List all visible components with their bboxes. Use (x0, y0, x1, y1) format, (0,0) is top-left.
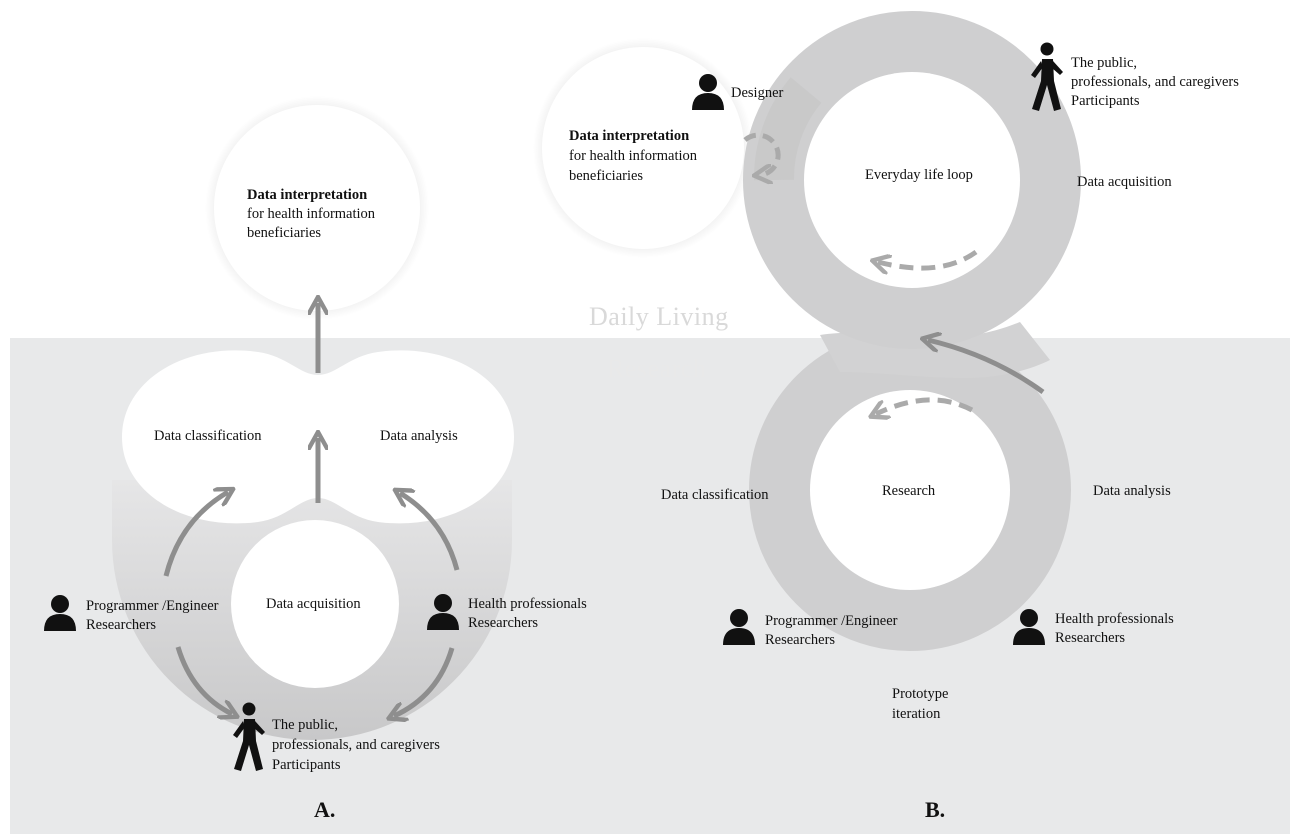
walking-person-icon (1031, 42, 1063, 111)
prototype-line2: iteration (892, 706, 941, 722)
acquisition-circle-a (231, 520, 399, 688)
programmer-line2-b: Researchers (765, 632, 836, 648)
interpretation-title-a: Data interpretation (247, 187, 368, 203)
person-icon (427, 594, 459, 630)
designer-label: Designer (731, 85, 784, 101)
programmer-line1-b: Programmer /Engineer (765, 613, 898, 629)
health-line2-a: Researchers (468, 615, 539, 631)
person-icon (44, 595, 76, 631)
acquisition-label-a: Data acquisition (266, 596, 361, 612)
dashed-cycle-arrow (743, 132, 781, 175)
everyday-inner-white (804, 72, 1020, 288)
person-icon (692, 74, 724, 110)
arrow-programmer-to-classification (163, 492, 228, 577)
public-line1-a: The public, (272, 717, 339, 733)
health-line1-b: Health professionals (1055, 611, 1174, 627)
arrow-programmer-to-public (175, 646, 232, 714)
interpretation-line2-b: beneficiaries (569, 168, 644, 184)
public-line1-b: The public, (1071, 55, 1138, 71)
arrow-health-to-public (394, 647, 455, 716)
interpretation-title-b: Data interpretation (569, 128, 690, 144)
public-line3-b: Participants (1071, 93, 1140, 109)
upper-loop-ring (743, 11, 1081, 349)
classification-label-a: Data classification (154, 428, 262, 444)
arrow-research-to-daily (928, 340, 1045, 395)
prototype-line1: Prototype (892, 686, 949, 702)
research-inner-white (810, 390, 1010, 590)
interpretation-line1-b: for health information (569, 148, 698, 164)
zone-label-research: Research (607, 354, 707, 383)
classification-label-b: Data classification (661, 487, 769, 503)
acquisition-label-b: Data acquisition (1077, 174, 1172, 190)
analysis-label-b: Data analysis (1093, 483, 1171, 499)
interpretation-line1-a: for health information (247, 206, 376, 222)
programmer-line1-a: Programmer /Engineer (86, 598, 219, 614)
analysis-label-a: Data analysis (380, 428, 458, 444)
health-line2-b: Researchers (1055, 630, 1126, 646)
public-line2-a: professionals, and caregivers (272, 737, 440, 753)
figure-caption-b: B. (925, 797, 946, 822)
programmer-line2-a: Researchers (86, 617, 157, 633)
everyday-loop-label: Everyday life loop (865, 167, 973, 183)
dashed-arrow-research (876, 397, 974, 414)
public-line2-b: professionals, and caregivers (1071, 74, 1239, 90)
interpretation-circle-a (214, 105, 420, 311)
figure-caption-a: A. (314, 797, 336, 822)
person-icon (1013, 609, 1045, 645)
walking-person-icon (233, 702, 265, 771)
interpretation-circle-b (542, 47, 744, 249)
zone-label-daily-living: Daily Living (589, 302, 729, 331)
dashed-arrow-everyday (878, 249, 978, 268)
interpretation-line2-a: beneficiaries (247, 225, 322, 241)
arrow-health-to-analysis (400, 493, 460, 571)
health-line1-a: Health professionals (468, 596, 587, 612)
person-icon (723, 609, 755, 645)
research-loop-label: Research (882, 483, 936, 499)
public-line3-a: Participants (272, 757, 341, 773)
